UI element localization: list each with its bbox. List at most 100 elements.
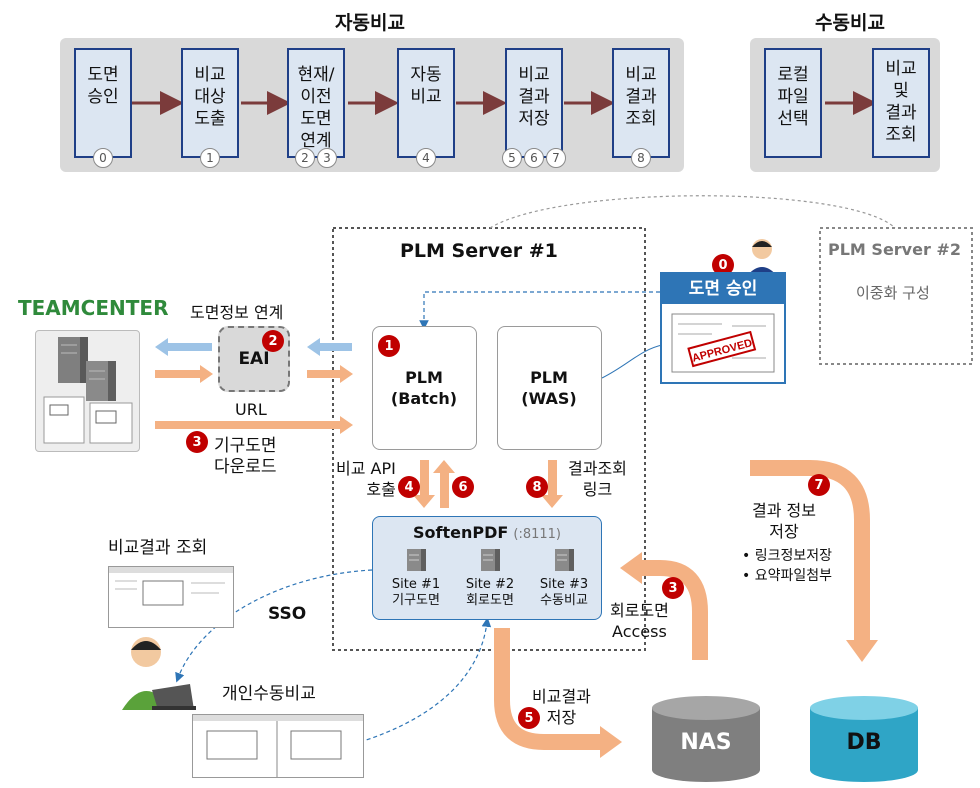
plm-server2-subtitle: 이중화 구성 [856, 284, 930, 302]
site-name: Site #1 [391, 577, 441, 592]
compare-store-badge: 5 [518, 707, 540, 729]
site-desc: 기구도면 [392, 593, 440, 608]
teamcenter-to-eai-arrow [155, 365, 213, 383]
db-label: DB [846, 730, 882, 755]
result-link-badge-8: 8 [526, 476, 548, 498]
approval-title: 도면 승인 [662, 274, 784, 304]
api-call-label: 비교 API 호출 [336, 459, 396, 499]
manual-compare-title: 수동비교 [815, 12, 885, 34]
plm-batch-step-badge: 1 [378, 335, 400, 357]
approved-drawing-icon: APPROVED [671, 313, 775, 373]
step-number-badge: 3 [317, 148, 337, 168]
circuit-access-label: 회로도면 Access [610, 601, 669, 641]
nas-label: NAS [680, 730, 732, 755]
manual-step-0: 로컬 파일 선택 [764, 48, 822, 158]
sso-line-manual [359, 617, 492, 743]
sso-line-compare-view [175, 569, 373, 683]
approval-card: 도면 승인 APPROVED [660, 272, 786, 384]
step-number-badge: 8 [631, 148, 651, 168]
api-call-badge-4: 4 [398, 476, 420, 498]
auto-step-5: 비교 결과 조회 [612, 48, 670, 158]
eai-to-teamcenter-arrow [155, 338, 212, 356]
nas-storage: NAS [650, 694, 762, 784]
compare-view-thumbnail [108, 566, 234, 628]
plm-server1-title: PLM Server #1 [400, 240, 558, 262]
step-number-badge: 0 [93, 148, 113, 168]
result-store-label: 결과 정보 저장 [752, 501, 816, 541]
result-store-bullet-2: • 요약파일첨부 [742, 568, 832, 584]
site-desc: 수동비교 [540, 593, 588, 608]
plm-was-label: PLM (WAS) [521, 368, 577, 408]
personal-manual-thumbnail [192, 714, 364, 778]
user-laptop-icon [118, 632, 198, 712]
result-store-bullet-1: • 링크정보저장 [742, 548, 832, 564]
process-arrows [132, 91, 877, 115]
approval-step-badge: 0 [712, 254, 734, 276]
eai-step-badge: 2 [262, 330, 284, 352]
server-rack-icon [43, 337, 133, 444]
step-number-badge: 7 [546, 148, 566, 168]
teamcenter-server-box [35, 330, 140, 452]
result-store-flow [750, 460, 870, 640]
plm-batch-label: PLM (Batch) [390, 368, 458, 408]
step-number-badge: 6 [524, 148, 544, 168]
approval-to-was-line [601, 344, 663, 379]
step-number-badge: 2 [295, 148, 315, 168]
compare-store-flow-head [600, 726, 622, 758]
server-icon [407, 549, 426, 571]
result-store-bullets: • 링크정보저장 • 요약파일첨부 [742, 546, 832, 586]
site-name: Site #3 [539, 577, 589, 592]
plm-server1-border [332, 227, 646, 651]
compare-view-label: 비교결과 조회 [108, 538, 208, 558]
server-icon [481, 549, 500, 571]
auto-step-3: 자동 비교 [397, 48, 455, 158]
step-number-badge: 5 [502, 148, 522, 168]
result-link-label: 결과조회 링크 [568, 459, 627, 499]
plm-to-eai-arrow [307, 338, 352, 356]
approver-user-icon [742, 235, 782, 277]
result-store-flow-head [846, 640, 878, 662]
download-label: 기구도면 다운로드 [214, 436, 277, 477]
plm-was-box: PLM (WAS) [497, 326, 602, 450]
eai-box: EAI [218, 326, 290, 392]
url-arrow [155, 416, 353, 434]
db-storage: DB [808, 694, 920, 784]
auto-compare-title: 자동비교 [335, 12, 405, 34]
eai-caption: 도면정보 연계 [190, 303, 284, 322]
compare-store-flow [494, 628, 602, 750]
step-number-badge: 4 [416, 148, 436, 168]
softenpdf-port: (:8111) [513, 527, 561, 542]
plm-server2-title: PLM Server #2 [828, 240, 961, 259]
teamcenter-logo: TEAMCENTER [18, 296, 169, 320]
softenpdf-title: SoftenPDF [412, 523, 509, 542]
url-label: URL [235, 400, 267, 419]
api-call-down-arrow [413, 460, 435, 508]
personal-manual-label: 개인수동비교 [222, 684, 316, 704]
result-link-down-arrow [541, 460, 563, 508]
api-return-up-arrow [433, 460, 455, 508]
approval-to-batch-line [419, 291, 660, 330]
eai-label: EAI [238, 349, 270, 369]
circuit-access-flow [640, 560, 708, 660]
circuit-access-flow-head [620, 552, 642, 584]
eai-to-plm-arrow [307, 365, 353, 383]
site-name: Site #2 [465, 577, 515, 592]
auto-step-4: 비교 결과 저장 [505, 48, 563, 158]
auto-step-2: 현재/ 이전 도면 연계 [287, 48, 345, 158]
site-desc: 회로도면 [466, 593, 514, 608]
circuit-access-badge: 3 [662, 577, 684, 599]
server-icon [555, 549, 574, 571]
download-step-badge: 3 [186, 431, 208, 453]
api-return-badge-6: 6 [452, 476, 474, 498]
compare-store-label: 비교결과 저장 [532, 687, 591, 727]
server-link-curve [489, 195, 896, 229]
manual-step-1: 비교 및 결과 조회 [872, 48, 930, 158]
result-store-badge: 7 [808, 474, 830, 496]
auto-step-0: 도면 승인 [74, 48, 132, 158]
step-number-badge: 1 [200, 148, 220, 168]
